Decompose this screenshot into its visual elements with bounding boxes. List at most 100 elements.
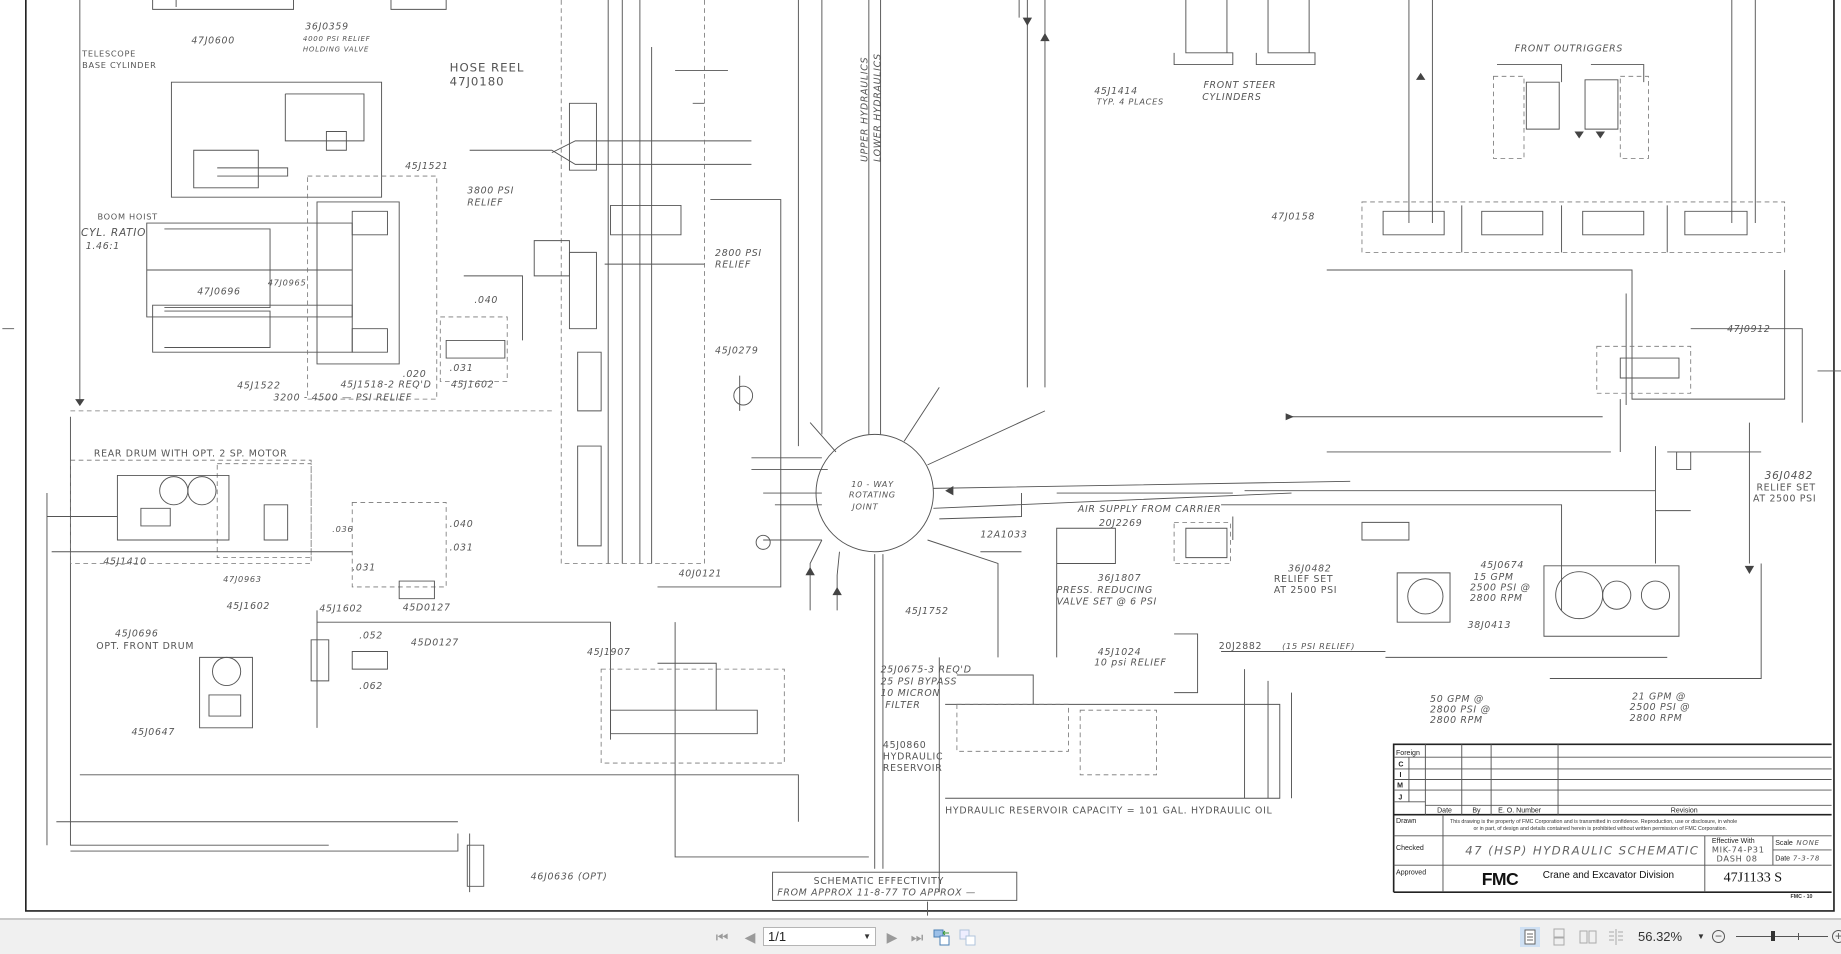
part-label: 20J2269 bbox=[1099, 518, 1142, 529]
continuous-icon[interactable] bbox=[1549, 927, 1569, 947]
fmc-logo: FMC bbox=[1482, 869, 1519, 889]
viewer-toolbar: ⏮ ◀ 1/1 ▼ ▶ ⏭ 56.32% ▼ − + bbox=[0, 918, 1841, 954]
sheet-ref: FMC - 10 bbox=[1791, 894, 1813, 900]
note-label: RELIEF SET bbox=[1274, 574, 1333, 585]
checked-label: Checked bbox=[1396, 845, 1424, 852]
note-label: CYL. RATIO bbox=[81, 227, 146, 239]
part-label: 47J0600 bbox=[191, 35, 234, 46]
col-revision: Revision bbox=[1671, 807, 1698, 814]
note-label: RELIEF bbox=[467, 197, 503, 208]
first-page-icon[interactable]: ⏮ bbox=[715, 929, 729, 945]
part-label: 45J0860 bbox=[883, 740, 926, 751]
part-label: 45J1521 bbox=[405, 161, 448, 172]
part-label: 47J0158 bbox=[1272, 212, 1315, 223]
note-label: VALVE SET @ 6 PSI bbox=[1057, 597, 1157, 608]
effectivity-box bbox=[772, 871, 1018, 901]
note-label: HOLDING VALVE bbox=[303, 45, 369, 54]
part-label: 36J0482 bbox=[1765, 470, 1813, 482]
orifice-label: .040 bbox=[474, 295, 498, 306]
center-valve-stack bbox=[533, 0, 1050, 588]
part-label: 12A1033 bbox=[980, 530, 1027, 541]
note-label: 3200 - 4500 — PSI RELIEF bbox=[274, 392, 412, 403]
part-label: 47J0180 bbox=[450, 75, 505, 89]
facing-icon[interactable] bbox=[1578, 927, 1598, 947]
note-label: AT 2500 PSI bbox=[1753, 493, 1816, 504]
zoom-in-icon[interactable]: + bbox=[1832, 930, 1841, 943]
note-label: 2800 RPM bbox=[1470, 593, 1523, 604]
part-label: 47J0963 bbox=[223, 574, 262, 584]
orifice-label: .031 bbox=[450, 363, 474, 374]
note-label: (15 PSI RELIEF) bbox=[1282, 641, 1355, 651]
schematic-labels: 47J0600 36J0359 4000 PSI RELIEF HOLDING … bbox=[81, 21, 1816, 901]
note-label: TELESCOPE bbox=[81, 48, 136, 58]
single-page-icon[interactable] bbox=[1520, 927, 1540, 947]
part-label: 38J0413 bbox=[1468, 620, 1511, 631]
part-label: 45J1410 bbox=[103, 557, 146, 568]
note-label: JOINT bbox=[850, 501, 878, 511]
note-label: BASE CYLINDER bbox=[82, 60, 156, 70]
title-block: Foreign C I M J Date By E. O. Number Rev… bbox=[1392, 743, 1832, 893]
part-label: 45J1518-2 REQ'D bbox=[340, 379, 431, 390]
zoom-out-icon[interactable]: − bbox=[1712, 930, 1725, 943]
orifice-label: .031 bbox=[352, 563, 376, 574]
page-number-input[interactable]: 1/1 ▼ bbox=[763, 927, 876, 946]
continuous-facing-icon[interactable] bbox=[1606, 927, 1626, 947]
note-label: 2800 PSI bbox=[715, 248, 762, 259]
previous-view-icon[interactable] bbox=[932, 927, 952, 947]
part-label: 20J2882 bbox=[1219, 641, 1262, 652]
note-label: HYDRAULIC bbox=[883, 752, 943, 763]
code-m: M bbox=[1397, 783, 1403, 790]
next-page-icon[interactable]: ▶ bbox=[886, 929, 898, 945]
effective-value: MIK-74-P31 bbox=[1712, 844, 1765, 854]
chevron-down-icon[interactable]: ▼ bbox=[863, 932, 871, 941]
part-label: 25J0675-3 REQ'D bbox=[881, 665, 972, 676]
note-label: FRONT STEER bbox=[1203, 80, 1276, 91]
note-label: 2800 RPM bbox=[1430, 715, 1483, 726]
part-label: 40J0121 bbox=[679, 568, 722, 579]
col-date: Date bbox=[1437, 807, 1452, 814]
note-label: PRESS. REDUCING bbox=[1057, 585, 1153, 596]
note-label: UPPER HYDRAULICS bbox=[860, 57, 871, 162]
zoom-slider-thumb[interactable] bbox=[1770, 931, 1775, 941]
lower-left-circuit bbox=[46, 459, 869, 893]
part-label: 46J0636 (OPT) bbox=[531, 871, 608, 882]
part-label: 45J1414 bbox=[1094, 86, 1137, 97]
part-label: 45J1602 bbox=[319, 604, 362, 615]
note-label: TYP. 4 PLACES bbox=[1097, 96, 1164, 106]
drawing-border bbox=[2, 0, 1841, 916]
part-label: 45D0127 bbox=[403, 602, 451, 613]
note-label: SCHEMATIC EFFECTIVITY bbox=[814, 876, 944, 887]
foreign-label: Foreign bbox=[1396, 750, 1420, 757]
last-page-icon[interactable]: ⏭ bbox=[910, 929, 924, 945]
part-label: 45J0279 bbox=[715, 345, 758, 356]
note-label: BOOM HOIST bbox=[97, 212, 158, 222]
note-label: LOWER HYDRAULICS bbox=[873, 53, 884, 162]
zoom-slider[interactable] bbox=[1736, 931, 1828, 941]
orifice-label: .062 bbox=[359, 681, 383, 692]
col-by: By bbox=[1472, 807, 1481, 814]
zoom-level[interactable]: 56.32% bbox=[1638, 929, 1683, 944]
note-label: 3800 PSI bbox=[467, 186, 514, 197]
note-label: 50 GPM @ bbox=[1430, 694, 1484, 705]
note-label: 2500 PSI @ bbox=[1630, 702, 1691, 713]
part-label: 45J1024 bbox=[1098, 647, 1141, 658]
note-label: ROTATING bbox=[849, 490, 896, 500]
note-label: FRONT OUTRIGGERS bbox=[1515, 44, 1623, 55]
part-label: 47J0696 bbox=[197, 287, 240, 298]
prev-page-icon[interactable]: ◀ bbox=[744, 929, 756, 945]
part-label: 45J1752 bbox=[905, 606, 948, 617]
part-label: 36J1807 bbox=[1098, 573, 1141, 584]
next-view-icon[interactable] bbox=[958, 927, 978, 947]
upper-left-circuit bbox=[69, 0, 752, 846]
note-label: 2800 PSI @ bbox=[1430, 705, 1491, 716]
note-label: FROM APPROX 11-8-77 TO APPROX — bbox=[777, 888, 976, 899]
code-c: C bbox=[1398, 762, 1403, 769]
hydraulic-schematic: 47J0600 36J0359 4000 PSI RELIEF HOLDING … bbox=[2, 0, 1841, 916]
note-label: 15 GPM bbox=[1474, 572, 1514, 583]
orifice-label: .020 bbox=[403, 369, 427, 380]
page-number-value: 1/1 bbox=[768, 929, 787, 944]
note-label: AIR SUPPLY FROM CARRIER bbox=[1077, 504, 1222, 515]
zoom-dropdown-icon[interactable]: ▼ bbox=[1697, 932, 1705, 941]
part-label: 45J1602 bbox=[227, 601, 270, 612]
note-label: RELIEF bbox=[715, 260, 751, 271]
